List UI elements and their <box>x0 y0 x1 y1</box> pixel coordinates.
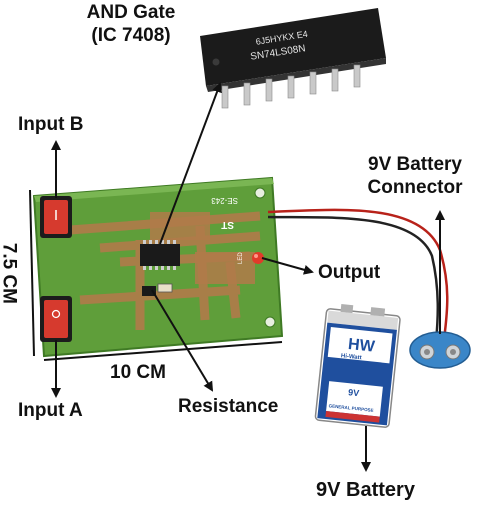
label-battery-connector: 9V Battery Connector <box>350 154 480 200</box>
switch-input-b <box>40 196 72 238</box>
board-tag: ST <box>221 219 234 230</box>
battery-connector <box>410 332 470 368</box>
board-code: SE-243 <box>211 196 238 205</box>
height-dimension-line <box>30 190 34 356</box>
label-width-dimension: 10 CM <box>110 362 166 385</box>
label-and-gate-line2: (IC 7408) <box>66 25 196 48</box>
switch-input-a <box>40 296 72 342</box>
battery-brand-logo: HW <box>347 336 376 356</box>
label-resistance: Resistance <box>178 396 278 419</box>
label-input-b: Input B <box>18 114 83 137</box>
label-battery-connector-line2: Connector <box>350 177 480 200</box>
label-battery-connector-line1: 9V Battery <box>350 154 480 177</box>
label-and-gate: AND Gate (IC 7408) <box>66 2 196 48</box>
label-and-gate-line1: AND Gate <box>66 2 196 25</box>
label-battery: 9V Battery <box>316 478 415 502</box>
label-height-dimension: 7.5 CM <box>0 233 19 313</box>
and-gate-chip <box>200 8 386 108</box>
battery-voltage: 9V <box>348 387 360 398</box>
led-tag: LED <box>238 252 244 264</box>
onboard-ic <box>140 240 180 270</box>
label-input-a: Input A <box>18 400 83 423</box>
label-output: Output <box>318 262 380 285</box>
